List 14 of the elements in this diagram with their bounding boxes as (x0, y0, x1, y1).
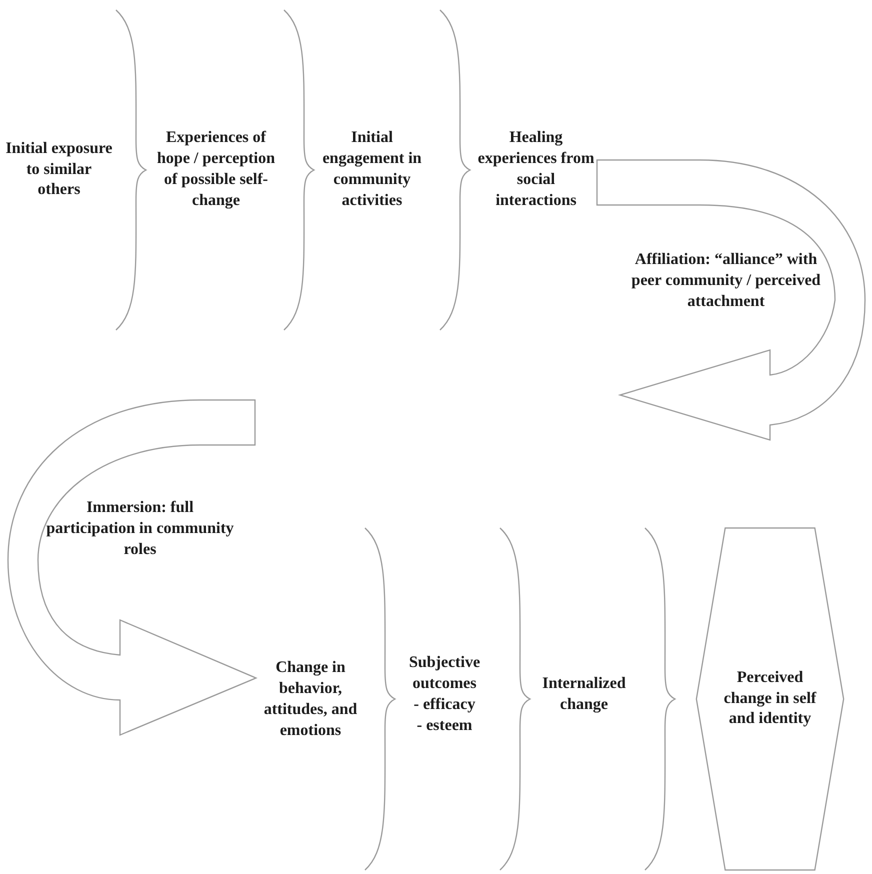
stage-text: Experiences of hope / perception of possible self-change (156, 128, 276, 211)
stage-text: Healing experiences from social interactions (476, 128, 596, 211)
stage-text: - esteem (416, 716, 472, 736)
stage-text: Internalized change (541, 674, 627, 715)
stage-text: Initial engagement in community activities (321, 128, 423, 211)
stage-text: - efficacy (414, 695, 476, 715)
stage-text: Change in behavior, attitudes, and emotions (262, 658, 358, 741)
curved-arrow-shape (596, 158, 866, 442)
stage-text: Subjective outcomes (408, 653, 482, 694)
curved-arrow-shape (6, 398, 258, 737)
stage-text: Perceived change in self and identity (722, 668, 818, 730)
stage-text: Immersion: full participation in community roles (45, 498, 235, 560)
stage-text: Initial exposure to similar others (4, 138, 114, 200)
stage-text: Affiliation: “alliance” with peer community / perceived attachment (630, 250, 822, 312)
